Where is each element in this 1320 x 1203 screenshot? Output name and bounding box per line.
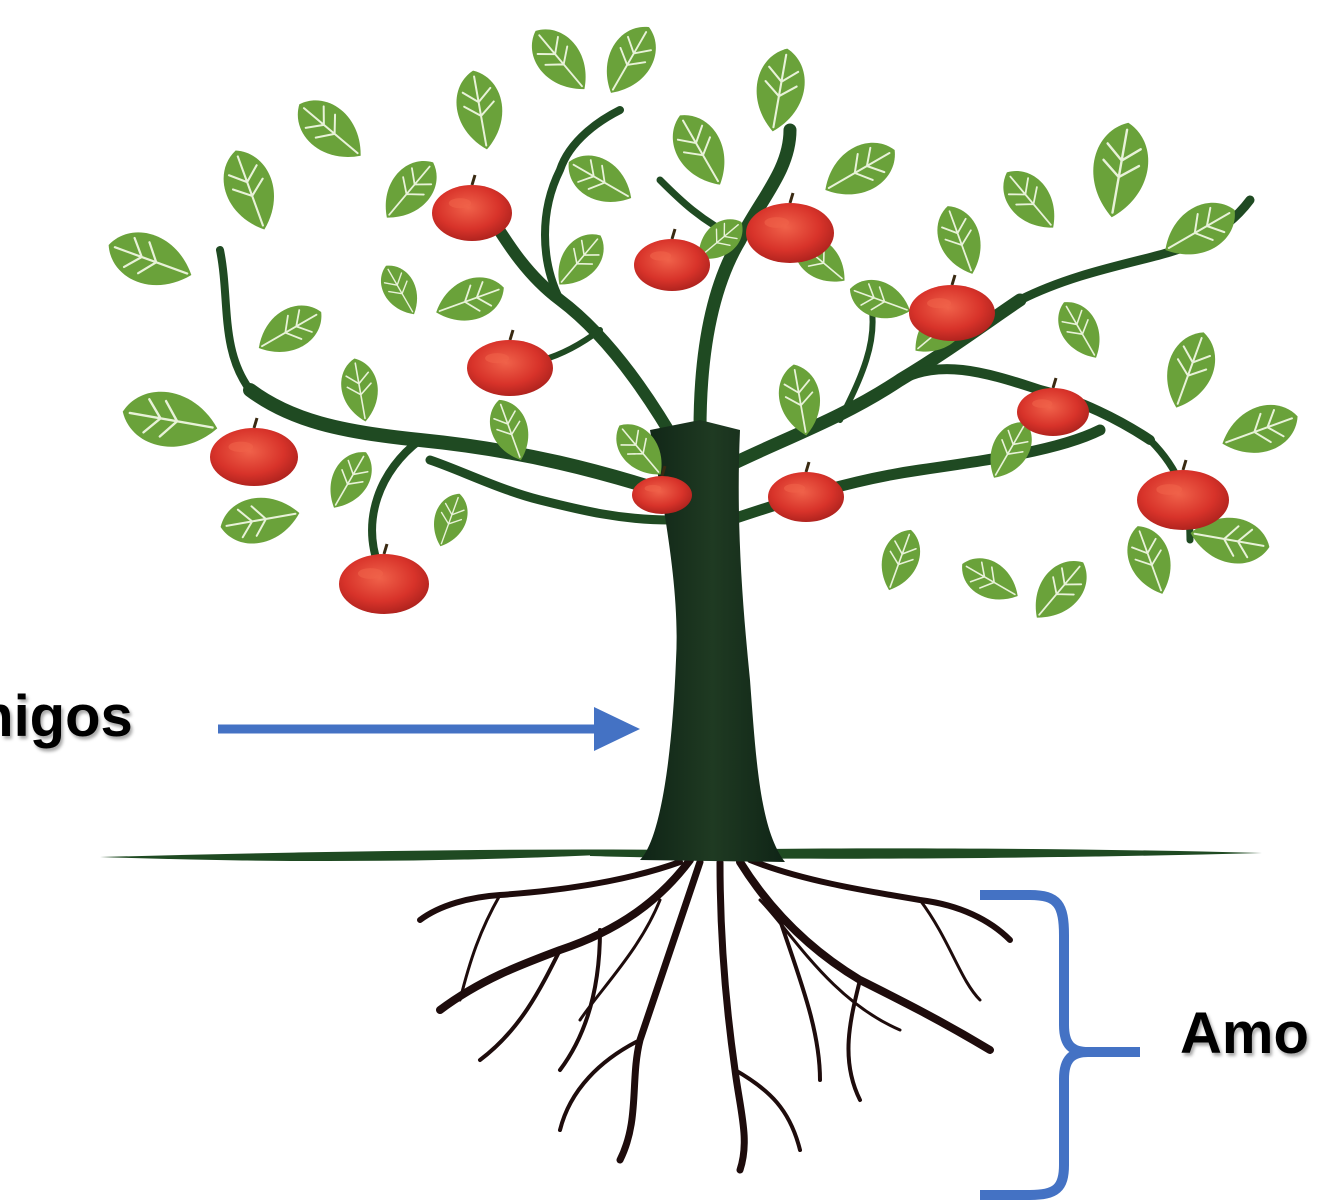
apple (634, 229, 710, 291)
apple (467, 330, 553, 396)
apple (909, 275, 995, 341)
apple (432, 175, 512, 241)
roots-label: Amo (1180, 1005, 1309, 1063)
right-brace-icon (980, 895, 1140, 1195)
apple (1137, 460, 1229, 530)
tree-roots (420, 860, 1010, 1170)
apple (210, 418, 298, 486)
apple (339, 544, 429, 614)
trunk-label: migos (0, 688, 133, 746)
apple (768, 462, 844, 522)
right-arrow-icon (218, 707, 640, 751)
